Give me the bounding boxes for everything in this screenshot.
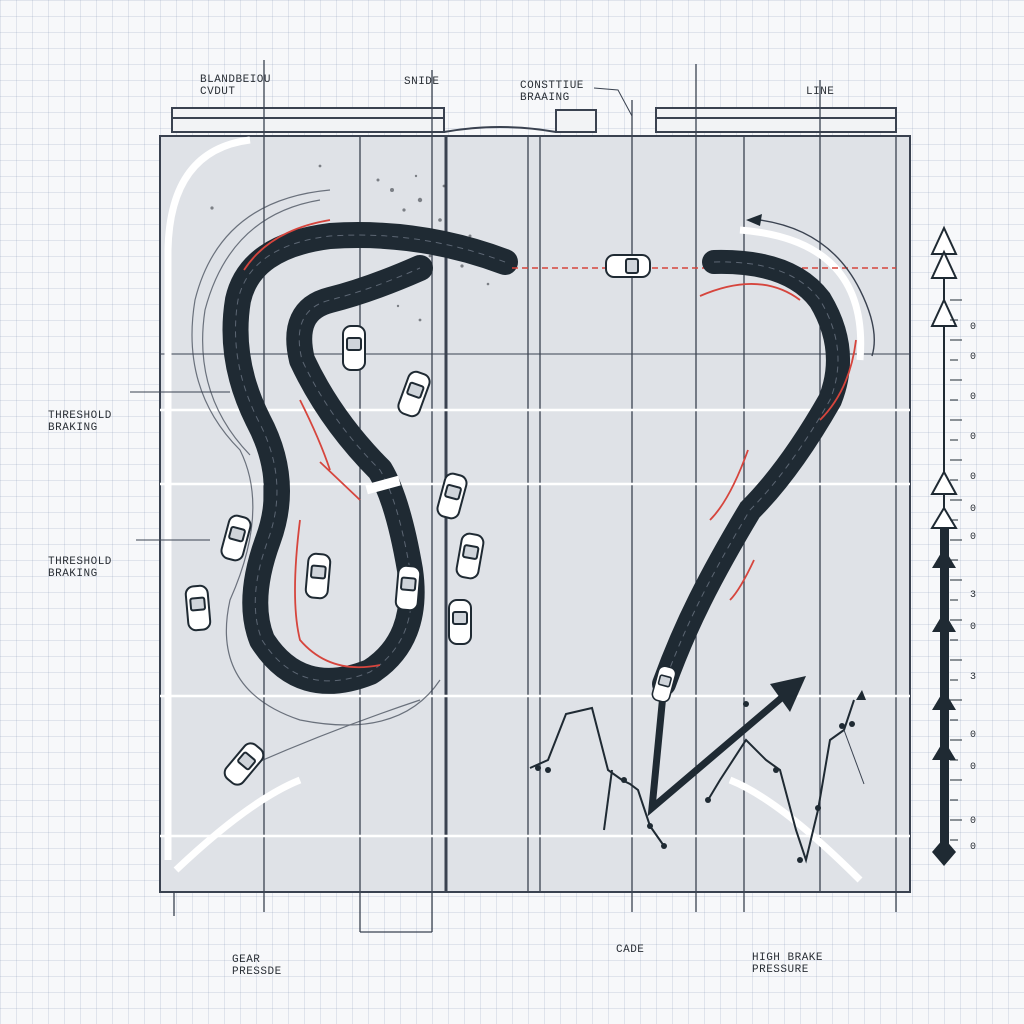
trace-points (535, 701, 855, 863)
label-cade: CADE (616, 944, 645, 956)
scale-tick-label: 0 (970, 762, 977, 773)
pressure-scale (930, 225, 962, 866)
scale-tick-label: 0 (970, 432, 977, 443)
scale-tick-label: 0 (970, 842, 977, 853)
label-slide: SNIDE (404, 76, 440, 88)
scale-tick-label: 0 (970, 622, 977, 633)
scale-tick-label: 3 (970, 672, 977, 683)
brake-pressure-trace (529, 699, 855, 864)
car-icon (184, 584, 212, 632)
car-icon (223, 742, 265, 786)
exit-arrow (647, 676, 806, 817)
car-icon (651, 665, 677, 703)
car-icon (436, 472, 468, 520)
runoff-boundary (164, 136, 865, 883)
vertical-guides (173, 60, 897, 933)
track-centerline (663, 261, 839, 685)
label-line: LINE (806, 86, 835, 98)
car-icon (394, 564, 422, 612)
scale-tick-label: 3 (970, 590, 977, 601)
scale-tick-label: 0 (970, 472, 977, 483)
right-track-sketch (759, 219, 875, 357)
scale-tick-label: 0 (970, 352, 977, 363)
right-racing-line (699, 283, 857, 601)
car-icon (304, 552, 332, 600)
leader-lines (130, 87, 633, 541)
scale-tick-label: 0 (970, 730, 977, 741)
car-icon (397, 370, 431, 418)
car-icon (342, 325, 366, 371)
scale-tick-label: 0 (970, 322, 977, 333)
scale-tick-label: 0 (970, 532, 977, 543)
trace-arrow (856, 690, 866, 700)
car-icon (605, 254, 651, 278)
scale-tick-label: 0 (970, 816, 977, 827)
cars (184, 254, 677, 786)
left-racing-line (243, 219, 381, 669)
left-track-ribbon (222, 222, 518, 694)
track-marker (365, 475, 401, 495)
direction-marker (746, 214, 762, 226)
car-icon (448, 599, 472, 645)
car-icon (220, 514, 252, 562)
car-icon (455, 532, 485, 580)
scale-tick-label: 0 (970, 392, 977, 403)
scale-tick-label: 0 (970, 504, 977, 515)
